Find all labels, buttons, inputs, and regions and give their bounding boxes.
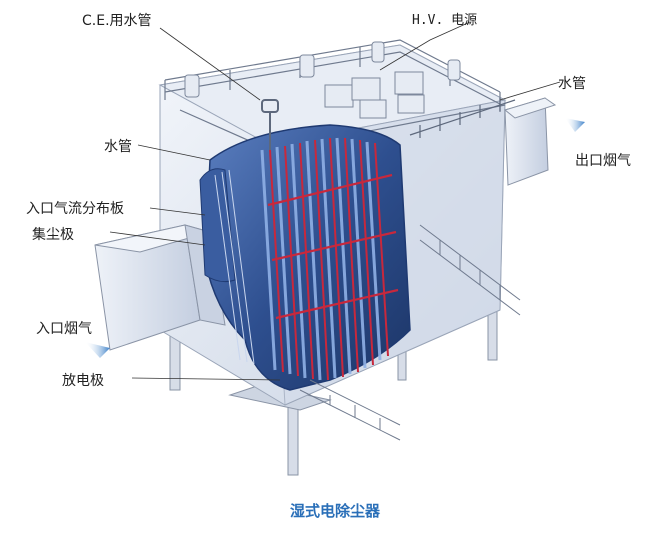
label-discharge-electrode: 放电极 bbox=[62, 373, 104, 389]
figure-caption: 湿式电除尘器 bbox=[289, 502, 380, 520]
label-hv-power: H.V. 电源 bbox=[412, 13, 478, 28]
electrode-tubes bbox=[214, 137, 399, 381]
walkway-stairs bbox=[299, 224, 521, 441]
label-collecting-electrode: 集尘极 bbox=[32, 227, 74, 243]
ce-water-pipe bbox=[261, 99, 279, 150]
label-outlet-flue-gas: 出口烟气 bbox=[575, 153, 631, 169]
outlet-arrow bbox=[565, 118, 585, 132]
water-pipe-manifold bbox=[409, 98, 516, 138]
label-water-pipe-right: 水管 bbox=[558, 76, 586, 92]
electrode-bundle bbox=[199, 124, 411, 391]
outlet-duct bbox=[503, 97, 557, 186]
roof-equipment bbox=[184, 41, 461, 119]
leader-lines bbox=[109, 21, 561, 381]
label-water-pipe-left: 水管 bbox=[104, 139, 132, 155]
label-inlet-flue-gas: 入口烟气 bbox=[36, 321, 92, 337]
label-inlet-distribution-plate: 入口气流分布板 bbox=[26, 201, 124, 217]
inlet-arrow bbox=[85, 342, 110, 358]
label-ce-water-pipe: C.E.用水管 bbox=[82, 13, 152, 29]
